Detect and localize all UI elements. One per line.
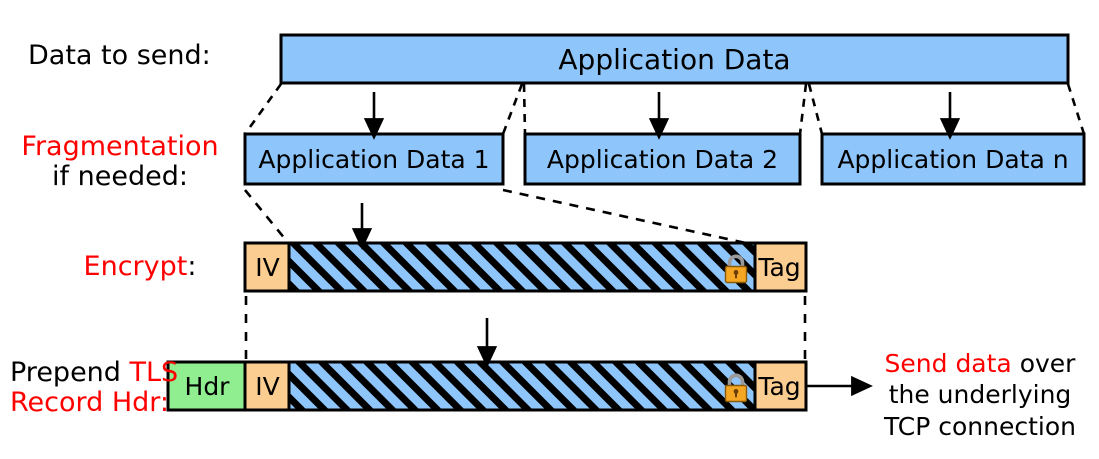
send-data-text: TCP connection bbox=[883, 411, 1077, 441]
application-data-bar bbox=[279, 33, 1070, 85]
row-label-line-2: if needed: bbox=[20, 162, 220, 192]
send-data-note: Send data over the underlying TCP connec… bbox=[866, 348, 1094, 442]
row-label-colon: : bbox=[187, 251, 197, 282]
application-data-1-label: Application Data 1 bbox=[258, 144, 490, 174]
record-hdr-label: Hdr bbox=[184, 371, 230, 401]
row-label-text: Record Hdr: bbox=[10, 387, 170, 419]
row-label-data-to-send: Data to send: bbox=[28, 40, 211, 71]
encrypt-tag-label: Tag bbox=[758, 252, 801, 282]
send-data-text: over bbox=[1011, 349, 1076, 378]
send-data-note-line-1: Send data over bbox=[866, 348, 1094, 379]
down-arrows-fragmentation bbox=[363, 92, 961, 140]
row-label-text: Encrypt bbox=[83, 251, 188, 282]
encrypt-iv-label: IV bbox=[255, 252, 280, 282]
row-label-line-1: Prepend TLS bbox=[10, 357, 178, 388]
row-label-fragmentation: Fragmentation if needed: bbox=[20, 131, 220, 192]
connector-group-fragmentation bbox=[243, 83, 1086, 135]
application-data-2-label: Application Data 2 bbox=[546, 144, 779, 174]
connector-group-encrypt bbox=[243, 188, 756, 247]
lock-icon bbox=[719, 252, 753, 286]
lock-icon bbox=[719, 371, 753, 405]
record-bar bbox=[166, 360, 808, 412]
send-data-note-line-2: the underlying bbox=[866, 379, 1094, 410]
row-label-text-accent: TLS bbox=[129, 357, 179, 388]
row-label-text: Data to send: bbox=[28, 40, 211, 71]
row-label-text: if needed: bbox=[52, 161, 188, 193]
row-label-line-2: Record Hdr: bbox=[10, 388, 169, 418]
send-data-accent: Send data bbox=[884, 349, 1012, 378]
record-iv-label: IV bbox=[255, 371, 280, 401]
send-data-text: the underlying bbox=[888, 380, 1072, 410]
application-data-label: Application Data bbox=[558, 42, 791, 76]
fragment-bars bbox=[243, 132, 1086, 186]
application-data-n-label: Application Data n bbox=[837, 144, 1069, 174]
row-label-text: Fragmentation bbox=[21, 131, 219, 162]
connector-group-prepend bbox=[244, 296, 807, 362]
send-data-note-line-3: TCP connection bbox=[866, 411, 1094, 442]
row-label-text: Prepend bbox=[10, 357, 130, 388]
row-label-encrypt: Encrypt: bbox=[60, 251, 220, 282]
encrypt-bar bbox=[243, 241, 808, 293]
row-label-line-1: Fragmentation bbox=[20, 131, 220, 162]
record-tag-label: Tag bbox=[758, 371, 801, 401]
row-label-prepend-record-header: Prepend TLS Record Hdr: bbox=[10, 357, 178, 418]
